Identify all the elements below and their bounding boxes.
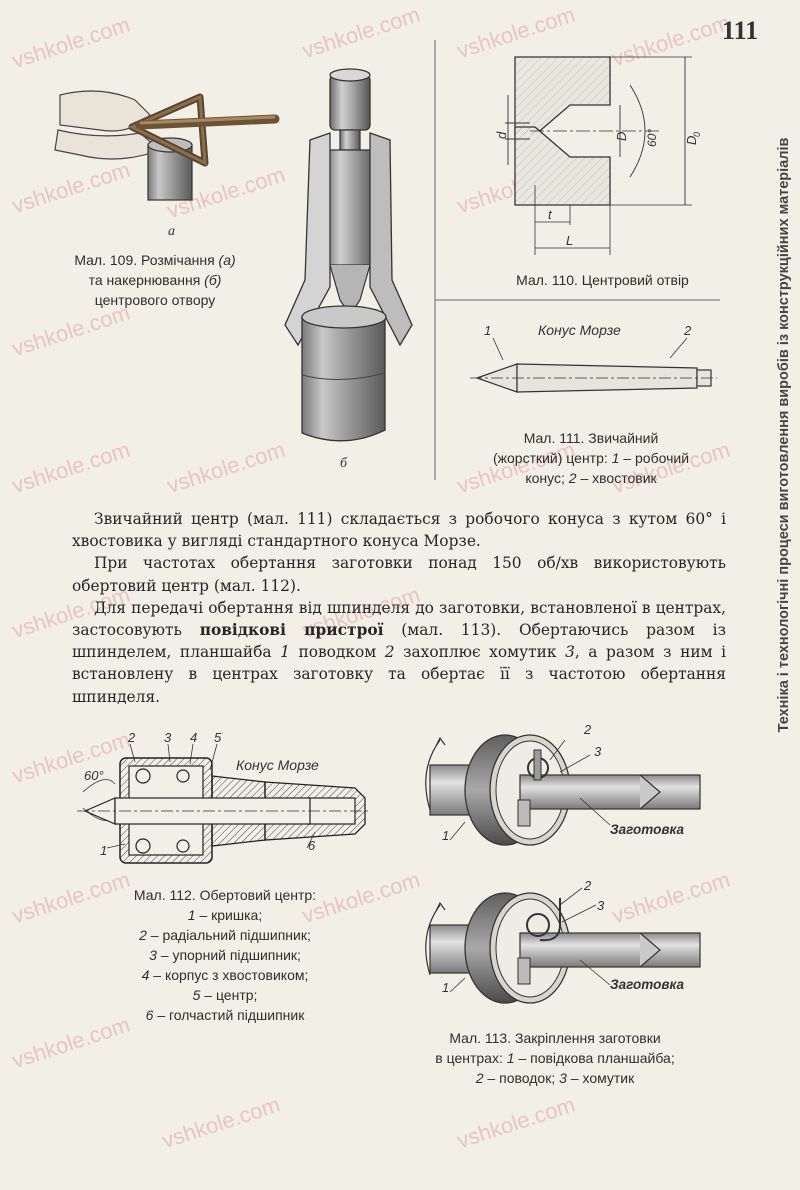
item-text: – радіальний підшипник; xyxy=(146,927,311,943)
caption-number: 2 xyxy=(475,1070,484,1086)
text-run: , а разом з ним і встановлену в центрах … xyxy=(72,643,726,706)
dim-d: d xyxy=(494,131,509,139)
dim-D0: D xyxy=(684,136,699,145)
fig112-callout-1: 1 xyxy=(100,843,108,858)
caption-number: 1 xyxy=(611,450,620,466)
fig112-callout-2: 2 xyxy=(128,730,136,745)
fig113-view-top xyxy=(425,734,701,846)
fig112-rotating-center-drawing xyxy=(77,743,371,864)
bold-term: повідкові пристрої xyxy=(199,621,384,640)
paragraph-1: Звичайний центр (мал. 111) складається з… xyxy=(72,510,726,551)
fig112-callout-3: 3 xyxy=(164,730,172,745)
dim-angle: 60° xyxy=(645,129,659,147)
fig113-bottom-callout-3: 3 xyxy=(597,898,605,913)
caption-item: 1 – кришка; xyxy=(85,905,365,925)
item-text: – голчастий підшипник xyxy=(153,1007,305,1023)
fig111-center-drawing xyxy=(470,337,717,393)
item-number: 3 xyxy=(149,947,157,963)
paragraph-3: Для передачі обертання від шпинделя до з… xyxy=(72,597,726,708)
watermark: vshkole.com xyxy=(158,1091,283,1154)
fig113-bottom-workpiece-label: Заготовка xyxy=(610,977,685,992)
center-punch-illustration xyxy=(284,68,413,442)
dim-D0-sub: 0 xyxy=(692,132,702,137)
fig112-cone-label: Конус Морзе xyxy=(236,757,319,773)
item-text: – корпус з хвостовиком; xyxy=(149,967,309,983)
caption-text: – хомутик xyxy=(566,1070,635,1086)
item-text: – центр; xyxy=(200,987,258,1003)
fig112-callout-4: 4 xyxy=(190,730,198,745)
caption-text: та накернювання xyxy=(88,272,205,288)
caption-number: 1 xyxy=(506,1050,515,1066)
dim-L: L xyxy=(566,233,573,248)
fig113-driving-device-drawing xyxy=(425,734,701,1004)
caption-em: (б) xyxy=(204,272,222,288)
number-ref: 1 xyxy=(280,643,290,662)
dim-D: D xyxy=(614,132,629,141)
page-number: 111 xyxy=(722,16,759,45)
item-text: – кришка; xyxy=(195,907,263,923)
fig112-caption: Мал. 112. Обертовий центр: 1 – кришка; 2… xyxy=(85,885,365,1025)
fig113-top-callout-1: 1 xyxy=(442,828,450,843)
caption-text: – поводок; xyxy=(483,1070,560,1086)
fig113-bottom-callout-1: 1 xyxy=(442,980,450,995)
fig112-callout-5: 5 xyxy=(214,730,222,745)
fig113-bottom-callout-2: 2 xyxy=(584,878,592,893)
caption-text: конус; xyxy=(525,470,569,486)
caption-item: 4 – корпус з хвостовиком; xyxy=(85,965,365,985)
fig111-caption: Мал. 111. Звичайний (жорсткий) центр: 1 … xyxy=(466,428,716,488)
fig112-angle: 60° xyxy=(84,768,104,783)
fig111-callout-2: 2 xyxy=(684,323,692,338)
fig109-caption: Мал. 109. Розмічання (а) та накернювання… xyxy=(50,250,260,310)
caption-number: 2 xyxy=(568,470,577,486)
fig109-label-b: б xyxy=(340,456,348,471)
fig113-view-bottom xyxy=(425,887,701,1004)
fig110-center-hole-drawing: d D 60° D 0 t L xyxy=(494,56,702,255)
text-run: поводком xyxy=(289,643,385,662)
caption-text: Мал. 111. Звичайний xyxy=(523,430,659,446)
caption-em: (а) xyxy=(218,252,236,268)
body-text: Звичайний центр (мал. 111) складається з… xyxy=(72,508,726,708)
dim-t: t xyxy=(548,207,553,222)
fig113-top-workpiece-label: Заготовка xyxy=(610,822,685,837)
caption-item: 6 – голчастий підшипник xyxy=(85,1005,365,1025)
fig109-label-a: а xyxy=(168,224,175,239)
item-number: 2 xyxy=(139,927,147,943)
fig111-callout-1: 1 xyxy=(484,323,492,338)
text-run: захоплює хомутик xyxy=(394,643,566,662)
item-number: 6 xyxy=(145,1007,154,1023)
watermark: vshkole.com xyxy=(453,1091,578,1154)
fig110-caption: Мал. 110. Центровий отвір xyxy=(516,272,689,288)
number-ref: 3 xyxy=(565,643,575,662)
caption-text: – повідкова планшайба; xyxy=(514,1050,675,1066)
marking-square-illustration xyxy=(54,90,280,201)
caption-text: – робочий xyxy=(619,450,690,466)
caption-text: Мал. 113. Закріплення заготовки xyxy=(449,1030,661,1046)
item-number: 1 xyxy=(187,907,196,923)
caption-text: Мал. 109. Розмічання xyxy=(74,252,219,268)
item-number: 4 xyxy=(141,967,150,983)
item-text: – упорний підшипник; xyxy=(156,947,301,963)
caption-text: – хвостовик xyxy=(576,470,657,486)
paragraph-2: При частотах обертання заготовки понад 1… xyxy=(72,554,726,595)
caption-item: 2 – радіальний підшипник; xyxy=(85,925,365,945)
caption-item: 5 – центр; xyxy=(85,985,365,1005)
fig109-drawing: а б xyxy=(54,68,413,471)
fig113-top-callout-3: 3 xyxy=(594,744,602,759)
caption-text: (жорсткий) центр: xyxy=(492,450,612,466)
item-number: 5 xyxy=(192,987,201,1003)
fig113-caption: Мал. 113. Закріплення заготовки в центра… xyxy=(410,1028,700,1088)
fig112-callout-6: 6 xyxy=(308,838,316,853)
text-run: (мал. 113). Обертаючись разом із шпиндел… xyxy=(72,621,726,662)
fig113-top-callout-2: 2 xyxy=(584,722,592,737)
caption-title: Мал. 112. Обертовий центр: xyxy=(133,887,317,903)
caption-number: 3 xyxy=(559,1070,567,1086)
text-run: Для передачі обертання від шпинделя до з… xyxy=(72,598,726,640)
caption-text: в центрах: xyxy=(435,1050,507,1066)
fig111-title: Конус Морзе xyxy=(538,322,621,338)
figure-dividers xyxy=(434,40,720,480)
caption-item: 3 – упорний підшипник; xyxy=(85,945,365,965)
number-ref: 2 xyxy=(384,643,395,662)
caption-text: центрового отвору xyxy=(94,292,216,308)
